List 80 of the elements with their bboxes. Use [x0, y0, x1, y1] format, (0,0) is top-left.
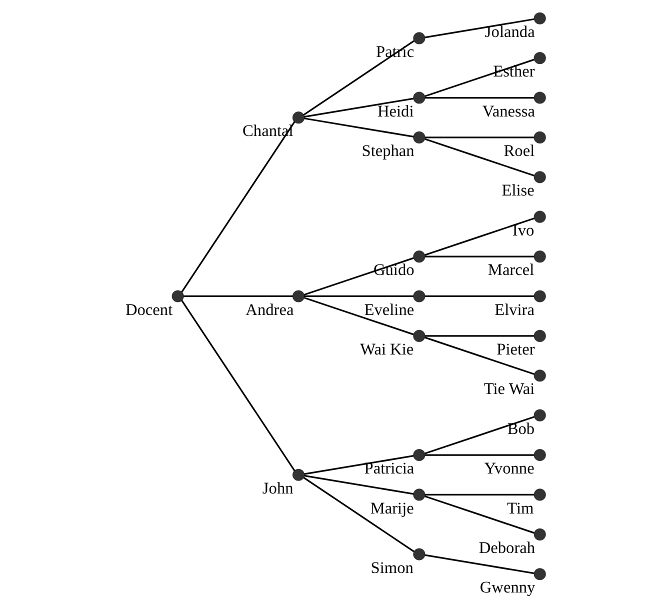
- connector: [424, 494, 534, 496]
- connector: [304, 257, 414, 296]
- node-label: Bob: [507, 418, 535, 438]
- node-label: Tie Wai: [484, 379, 535, 398]
- node-circle: [534, 12, 546, 24]
- node-circle: [413, 548, 426, 560]
- connector: [424, 295, 534, 298]
- node-circle: [534, 528, 546, 540]
- node-label: Elvira: [494, 300, 535, 319]
- node-label: John: [262, 478, 294, 498]
- node-label: Yvonne: [484, 458, 534, 478]
- connector: [424, 495, 534, 534]
- node-circle: [413, 92, 426, 104]
- connector: [424, 96, 534, 99]
- node-label: Pieter: [496, 339, 535, 358]
- node-label: Jolanda: [484, 22, 535, 41]
- connector: [304, 98, 414, 118]
- node-circle: [413, 290, 426, 302]
- node-circle: [413, 488, 426, 501]
- node-label: Wai Kie: [360, 339, 414, 358]
- node-circle: [413, 330, 426, 342]
- connector: [304, 296, 414, 336]
- node-circle: [534, 409, 546, 422]
- node-circle: [172, 290, 184, 302]
- node-label: Docent: [125, 300, 173, 319]
- connector: [303, 40, 414, 116]
- connector: [303, 476, 414, 552]
- node-circle: [534, 568, 546, 580]
- connector: [424, 554, 534, 574]
- node-circle: [534, 488, 546, 501]
- connector: [181, 300, 296, 472]
- connector: [424, 416, 534, 454]
- node-circle: [413, 448, 426, 462]
- connector: [424, 454, 534, 456]
- connector: [424, 138, 534, 176]
- node-label: Marcel: [488, 260, 534, 280]
- node-circle: [534, 448, 546, 462]
- connector: [304, 118, 414, 138]
- node-label: Stephan: [362, 141, 414, 160]
- node-circle: [534, 250, 546, 263]
- node-label: Elise: [502, 180, 534, 200]
- node-label: Simon: [370, 558, 414, 577]
- connector: [424, 218, 534, 256]
- node-circle: [292, 468, 305, 481]
- connector: [424, 336, 534, 375]
- node-circle: [413, 250, 426, 263]
- connector: [424, 256, 534, 258]
- connector: [304, 295, 414, 298]
- connector: [304, 474, 414, 495]
- node-circle: [534, 370, 546, 382]
- node-label: Deborah: [478, 538, 536, 557]
- connector: [184, 295, 293, 298]
- connector: [424, 335, 534, 337]
- node-circle: [534, 210, 546, 223]
- node-label: Gwenny: [480, 578, 536, 597]
- node-label: Vanessa: [482, 101, 536, 120]
- node-circle: [413, 131, 426, 144]
- node-label: Heidi: [377, 101, 414, 120]
- node-circle: [534, 171, 546, 184]
- node-label: Eveline: [364, 300, 414, 319]
- node-label: Ivo: [512, 220, 534, 240]
- node-circle: [534, 131, 546, 144]
- node-label: Tim: [507, 498, 534, 518]
- node-circle: [292, 290, 305, 302]
- node-label: Roel: [504, 141, 535, 160]
- node-label: Marije: [370, 498, 414, 518]
- node-circle: [534, 52, 546, 64]
- node-circle: [292, 112, 305, 124]
- node-circle: [413, 32, 426, 44]
- connector: [181, 121, 296, 293]
- connector: [424, 136, 534, 138]
- connector: [424, 18, 534, 38]
- node-circle: [534, 290, 546, 302]
- connector: [304, 454, 414, 475]
- node-circle: [534, 330, 546, 342]
- connector: [424, 58, 534, 98]
- node-label: Guido: [373, 260, 414, 280]
- node-circle: [534, 92, 546, 104]
- node-label: Andrea: [246, 300, 294, 319]
- node-label: Patricia: [364, 458, 414, 478]
